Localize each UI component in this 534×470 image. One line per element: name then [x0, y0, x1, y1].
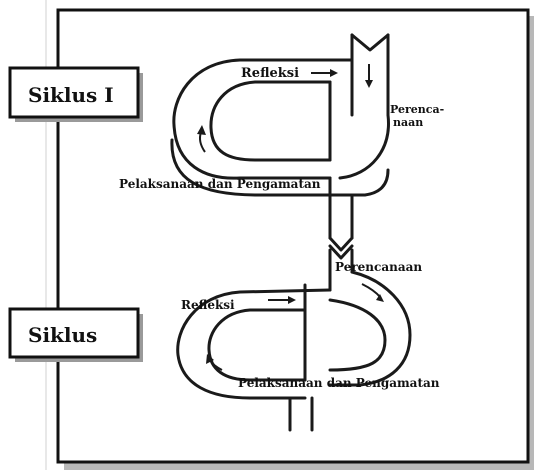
- cycle-2-outer-right: [328, 270, 412, 387]
- cycle-2-inner-loop: [207, 308, 307, 382]
- cycle-1-box: [8, 66, 140, 119]
- cycle-1-box-label: Siklus I: [28, 83, 114, 107]
- cycle-2-box: [8, 307, 140, 359]
- cycle-2-box-label: Siklus: [28, 323, 97, 347]
- cycle-2-refleksi-label: Refleksi: [181, 298, 235, 312]
- cycle-1-outer-right: [338, 113, 390, 180]
- cycle-2-refleksi-arrowhead: [288, 296, 296, 304]
- cycle-2-pelaksanaan-label: Pelaksanaan dan Pengamatan: [238, 376, 440, 390]
- cycle-1-perencanaan-label-line2: naan: [393, 116, 423, 129]
- cycle-1-down-arrowhead: [365, 80, 373, 88]
- cycle-1-perencanaan-label-line1: Perenca-: [390, 103, 444, 116]
- connector-notch-top: [328, 236, 354, 252]
- cycle-1-refleksi-label: Refleksi: [241, 66, 299, 81]
- cycle-1-refleksi-arrowhead: [330, 69, 338, 77]
- cycle-2-spiral: [176, 248, 412, 432]
- cycle-1-pelaksanaan-label: Pelaksanaan dan Pengamatan: [119, 177, 321, 191]
- cycle-1-spiral: [170, 33, 390, 197]
- cycle-1-left-arrowhead: [197, 125, 206, 135]
- cycle-2-outer-loop: [176, 288, 332, 400]
- connector-notch-bottom: [328, 244, 354, 260]
- cycle-2-perencanaan-label: Perencanaan: [335, 260, 422, 274]
- cycle-2-left-arrowhead: [206, 354, 214, 364]
- cycle-1-inner-loop: [209, 80, 332, 162]
- cycle-1-outer-bottom: [256, 168, 390, 197]
- cycle-1-outer-bottom-left: [170, 138, 260, 197]
- cycle-2-outer-bottom: [328, 298, 387, 372]
- cycle-1-entry-notch: [350, 33, 390, 52]
- cycle-1-outer-loop: [172, 58, 354, 180]
- cycle-2-right-arrowhead: [376, 294, 384, 302]
